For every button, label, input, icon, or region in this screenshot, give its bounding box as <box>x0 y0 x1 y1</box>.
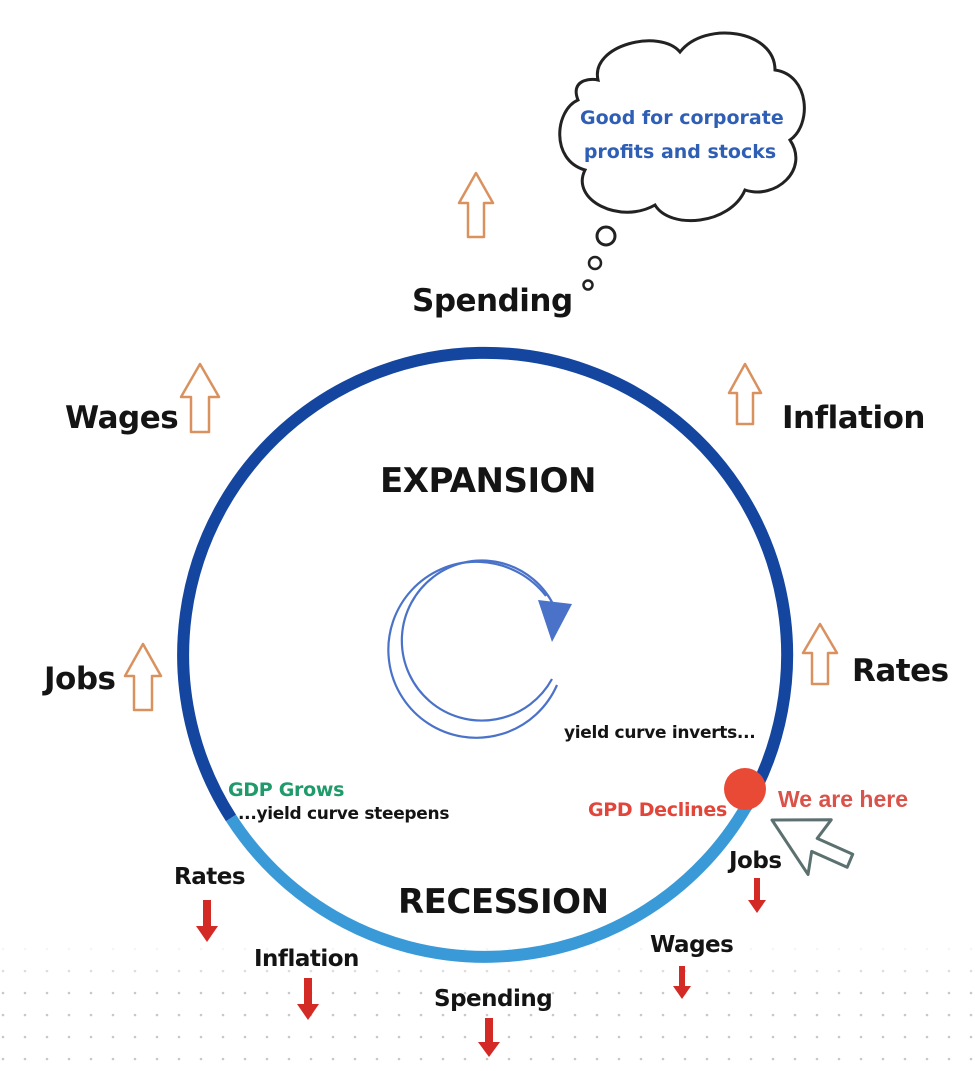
yield-curve-steepens-label: ...yield curve steepens <box>238 804 450 824</box>
we-are-here-label: We are here <box>778 786 908 812</box>
recession-inflation-label: Inflation <box>254 946 359 972</box>
expansion-inflation-label: Inflation <box>782 400 925 436</box>
expansion-jobs-label: Jobs <box>44 661 116 697</box>
up-arrow-icon <box>179 362 221 434</box>
gdp-declines-label: GPD Declines <box>588 799 727 821</box>
recession-arc <box>225 803 752 963</box>
up-arrow-icon <box>727 362 763 426</box>
recession-wages-label: Wages <box>650 932 734 958</box>
up-arrow-icon <box>123 642 163 712</box>
current-position-marker <box>724 768 766 810</box>
thought-line-2: profits and stocks <box>583 141 777 163</box>
down-arrow-icon <box>297 978 319 1020</box>
expansion-title: EXPANSION <box>380 461 597 501</box>
recession-jobs-label: Jobs <box>729 848 782 874</box>
recession-rates-label: Rates <box>174 864 246 890</box>
down-arrow-icon <box>196 900 218 942</box>
gdp-grows-label: GDP Grows <box>228 779 345 801</box>
up-arrow-icon <box>457 171 495 239</box>
down-arrow-icon <box>478 1018 500 1057</box>
cycle-arrow-icon <box>387 559 572 739</box>
expansion-rates-label: Rates <box>852 653 949 689</box>
down-arrow-icon <box>748 878 766 913</box>
cursor-pointer-icon <box>770 818 855 876</box>
up-arrow-icon <box>801 622 839 686</box>
thought-bubble <box>558 31 806 291</box>
expansion-arc <box>177 346 794 822</box>
yield-curve-inverts-label: yield curve inverts... <box>564 723 756 743</box>
thought-bubble-text: Good for corporate profits and stocks <box>580 101 784 169</box>
recession-title: RECESSION <box>398 882 609 922</box>
down-arrow-icon <box>673 966 691 999</box>
thought-line-1: Good for corporate <box>580 107 784 129</box>
expansion-wages-label: Wages <box>65 400 179 436</box>
recession-spending-label: Spending <box>434 986 553 1012</box>
expansion-spending-label: Spending <box>412 283 573 319</box>
